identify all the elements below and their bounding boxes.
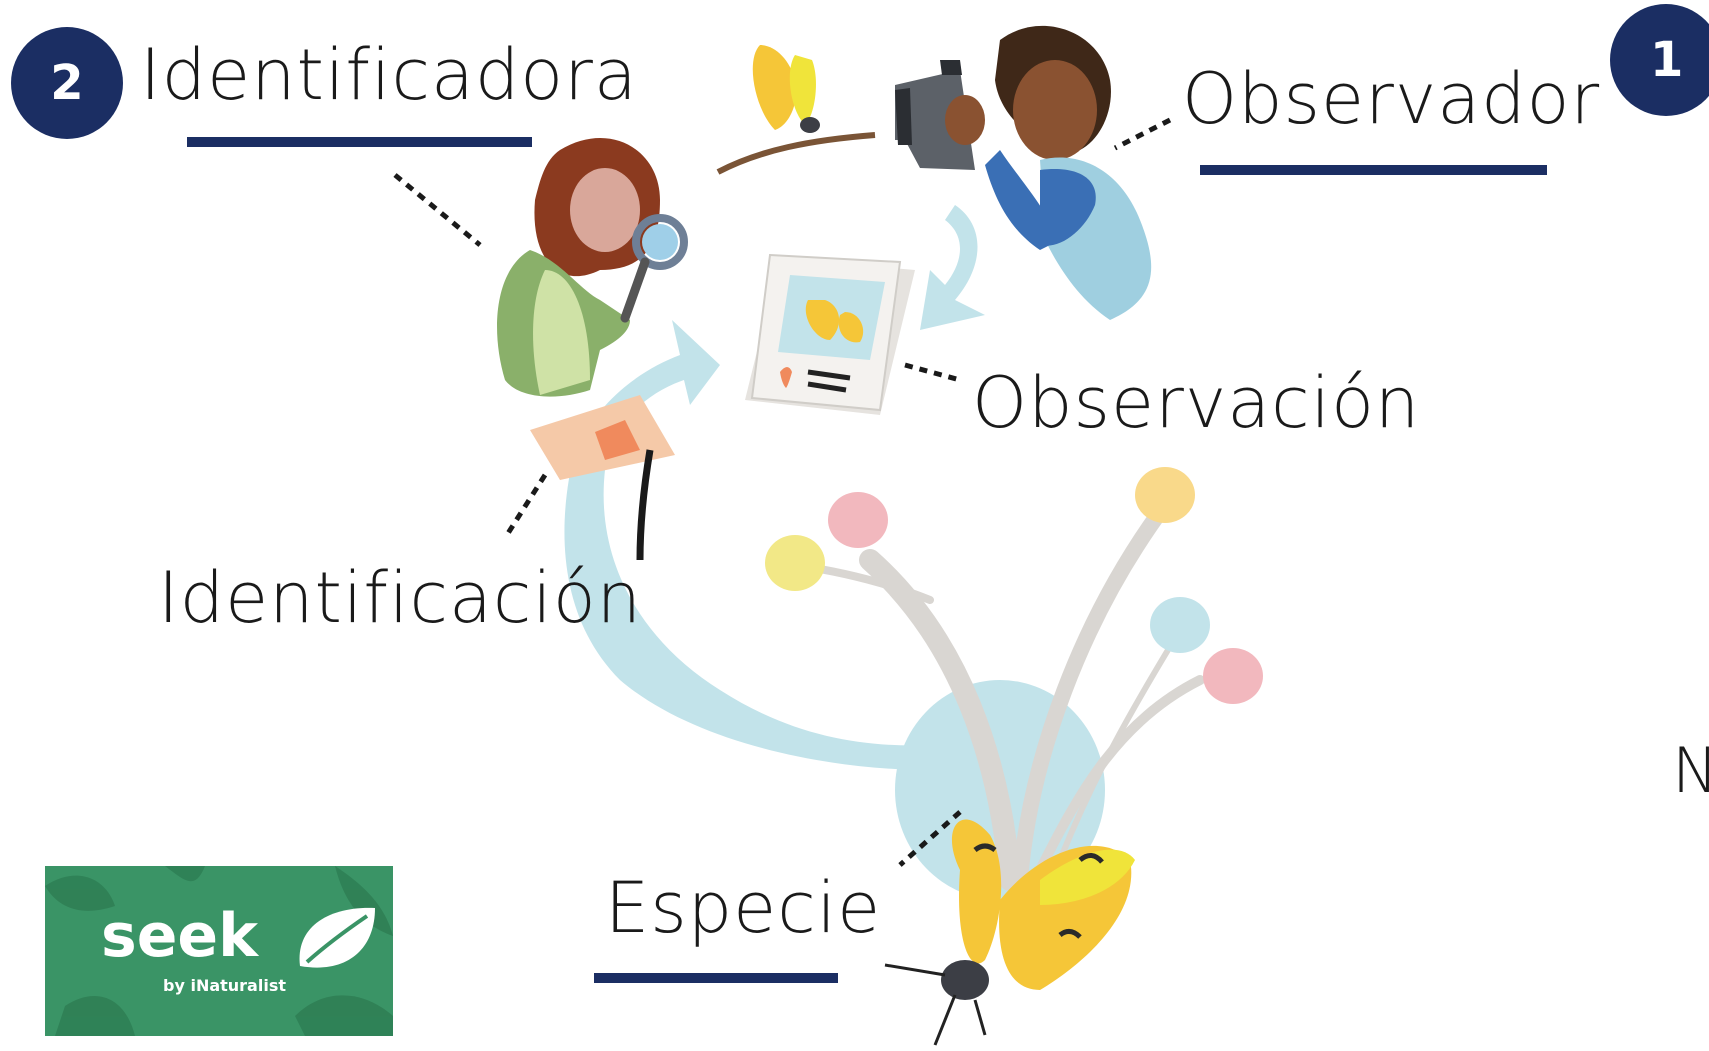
step-one-badge: 1 <box>1610 4 1709 116</box>
identifier-person <box>497 138 688 561</box>
flower-pink-left <box>828 492 888 548</box>
flower-pink-right <box>1203 648 1263 704</box>
cycle-arrow-small <box>920 205 985 330</box>
label-especie: Especie <box>605 867 882 949</box>
underline-observador <box>1200 165 1547 175</box>
label-observador: Observador <box>1182 58 1601 140</box>
label-identificadora: Identificadora <box>140 34 638 116</box>
flower-blue-right <box>1150 597 1210 653</box>
leader-lines <box>393 117 1172 867</box>
observation-card <box>745 253 915 415</box>
seek-byline: by iNaturalist <box>163 976 286 995</box>
underline-identificadora <box>187 137 532 147</box>
leaf-icon <box>299 907 375 968</box>
flower-yellow-left <box>765 535 825 591</box>
cycle-arrow-large <box>564 320 930 770</box>
small-butterfly-on-branch <box>716 45 876 175</box>
flower-yellow-right <box>1135 467 1195 523</box>
seek-logo: seek by iNaturalist <box>45 866 393 1036</box>
species-butterfly <box>884 819 1135 1046</box>
leaf-pattern <box>45 866 393 1036</box>
label-observacion: Observación <box>972 362 1421 444</box>
underline-especie <box>594 973 838 983</box>
step-two-badge: 2 <box>11 27 123 139</box>
label-cut-off-letter: N <box>1672 734 1709 807</box>
tree-stems <box>791 497 1205 891</box>
label-identificacion: Identificación <box>158 557 643 639</box>
observer-person <box>895 25 1152 320</box>
seek-wordmark: seek <box>101 901 259 971</box>
